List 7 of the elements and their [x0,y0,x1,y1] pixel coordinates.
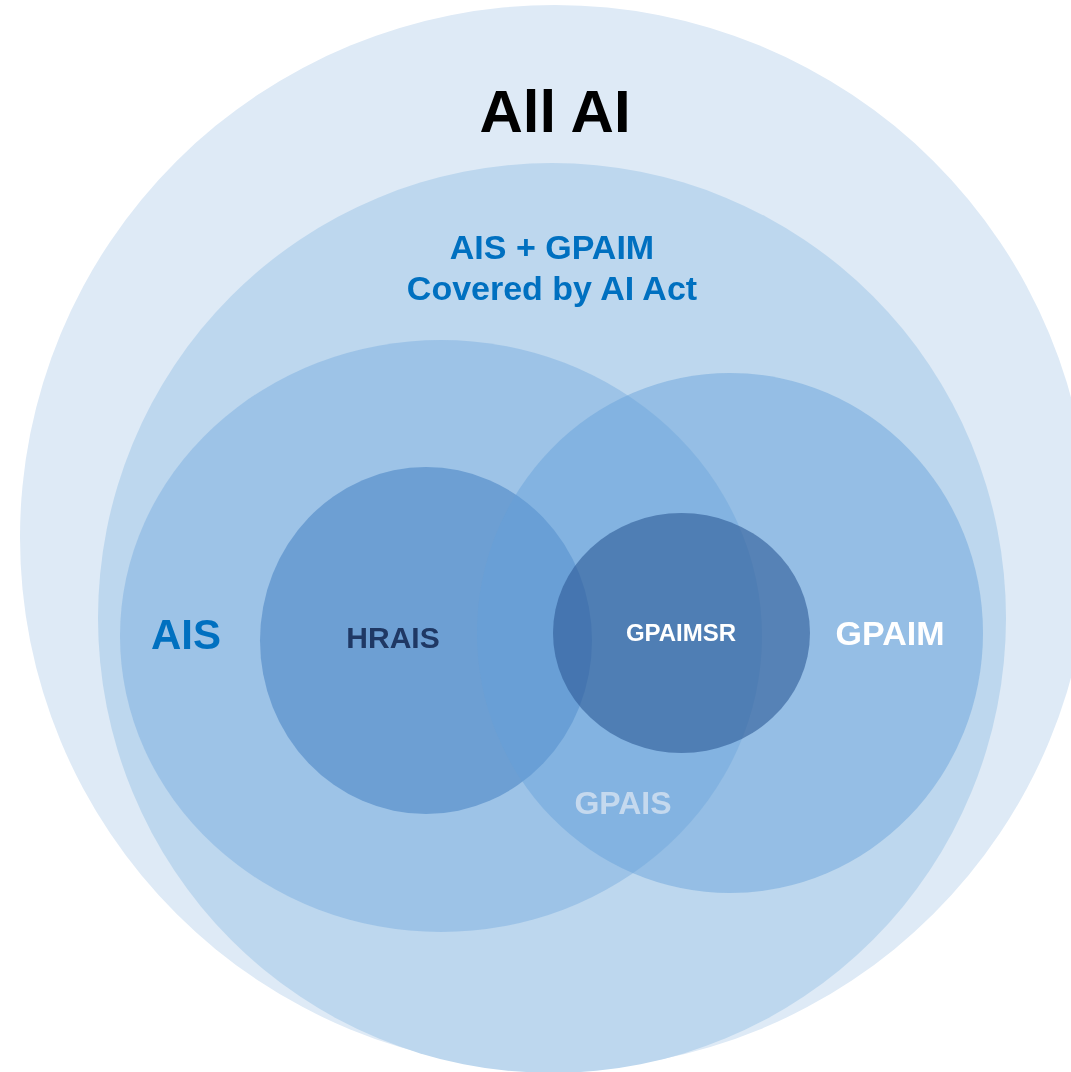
set-label: GPAIM [835,612,945,654]
set-label: HRAIS [346,620,440,656]
set-label: GPAIMSR [625,618,737,648]
outer-circle-label: All AI [479,77,631,147]
set-label: AIS + GPAIM Covered by AI Act [405,227,699,309]
region-label: GPAIS [574,783,672,823]
set-label: AIS [151,609,221,660]
